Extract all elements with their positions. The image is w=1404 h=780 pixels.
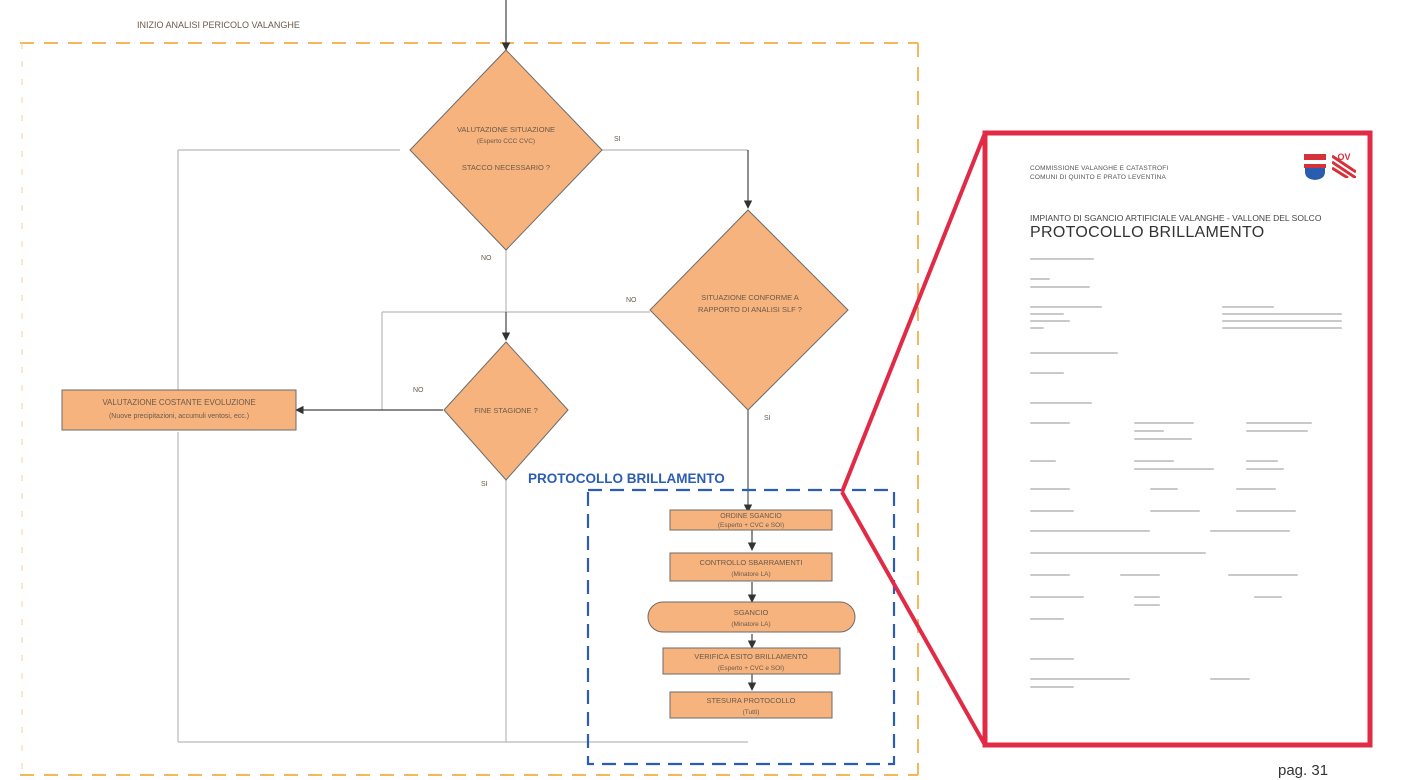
form-line <box>1030 574 1070 576</box>
form-line <box>1150 488 1178 490</box>
form-line <box>1134 430 1164 432</box>
connectors <box>177 0 757 743</box>
decision-situazione-conforme: SITUAZIONE CONFORME A RAPPORTO DI ANALIS… <box>649 209 849 411</box>
form-line <box>1246 422 1312 424</box>
form-line <box>1030 313 1064 315</box>
process-ordine-sgancio: ORDINE SGANCIO (Esperto + CVC e SOI) <box>669 509 833 531</box>
form-line <box>1222 327 1342 329</box>
svg-text:STESURA PROTOCOLLO: STESURA PROTOCOLLO <box>706 696 795 705</box>
process-controllo-sbarramenti: CONTROLLO SBARRAMENTI (Minatore LA) <box>669 552 833 582</box>
svg-text:(Esperto + CVC e SOI): (Esperto + CVC e SOI) <box>718 522 784 529</box>
edge-label-no: NO <box>481 255 492 262</box>
svg-text:STACCO NECESSARIO ?: STACCO NECESSARIO ? <box>462 163 550 172</box>
protocol-frame <box>586 488 896 766</box>
process-sgancio: SGANCIO (Minatore LA) <box>647 601 856 633</box>
form-line <box>1030 372 1064 374</box>
form-line <box>1222 313 1342 315</box>
form-line <box>1134 468 1214 470</box>
svg-text:ORDINE SGANCIO: ORDINE SGANCIO <box>720 513 782 520</box>
svg-text:(Esperto CCC CVC): (Esperto CCC CVC) <box>477 138 535 145</box>
form-line <box>1134 422 1194 424</box>
page-number: pag. 31 <box>1278 762 1329 779</box>
form-line <box>1254 596 1282 598</box>
svg-text:VERIFICA ESITO BRILLAMENTO: VERIFICA ESITO BRILLAMENTO <box>694 652 808 661</box>
svg-text:(Tutti): (Tutti) <box>743 709 760 716</box>
edge-label-no: NO <box>413 387 424 394</box>
process-stesura-protocollo: STESURA PROTOCOLLO (Tutti) <box>669 691 833 719</box>
decision-fine-stagione: FINE STAGIONE ? <box>443 341 569 481</box>
form-line <box>1030 320 1070 322</box>
form-line <box>1030 286 1090 288</box>
form-line <box>1246 468 1284 470</box>
form-line <box>1150 510 1200 512</box>
top-note: INIZIO ANALISI PERICOLO VALANGHE <box>137 20 300 30</box>
form-line <box>1030 678 1130 680</box>
svg-text:FINE STAGIONE ?: FINE STAGIONE ? <box>474 406 538 415</box>
svg-text:(Esperto + CVC e SOI): (Esperto + CVC e SOI) <box>718 665 784 672</box>
form-line <box>1030 422 1070 424</box>
form-line <box>1246 430 1308 432</box>
svg-text:RAPPORTO DI ANALISI SLF ?: RAPPORTO DI ANALISI SLF ? <box>698 305 802 314</box>
form-line <box>1030 460 1056 462</box>
edge-label-si: SI <box>614 136 621 143</box>
form-line <box>1134 438 1192 440</box>
form-line <box>1030 352 1118 354</box>
org-header: COMMISSIONE VALANGHE E CATASTROFI COMUNI… <box>1030 164 1168 182</box>
svg-text:SITUAZIONE CONFORME A: SITUAZIONE CONFORME A <box>701 293 799 302</box>
form-line <box>1030 402 1092 404</box>
form-line <box>1030 488 1070 490</box>
form-line <box>1236 488 1276 490</box>
edge-label-si: SI <box>481 481 488 488</box>
edge-label-no: NO <box>626 297 637 304</box>
form-line <box>1030 258 1094 260</box>
org-line-1: COMMISSIONE VALANGHE E CATASTROFI <box>1030 165 1169 172</box>
svg-text:VALUTAZIONE COSTANTE EVOLUZION: VALUTAZIONE COSTANTE EVOLUZIONE <box>102 398 255 407</box>
decision-valutazione-situazione: VALUTAZIONE SITUAZIONE (Esperto CCC CVC)… <box>409 49 603 251</box>
process-verifica-esito: VERIFICA ESITO BRILLAMENTO (Esperto + CV… <box>662 647 841 675</box>
form-line <box>1134 604 1160 606</box>
svg-text:(Minatore LA): (Minatore LA) <box>731 621 770 628</box>
svg-text:(Nuove precipitazioni, accumul: (Nuove precipitazioni, accumuli ventosi,… <box>109 413 249 420</box>
document-preview: COMMISSIONE VALANGHE E CATASTROFI COMUNI… <box>1000 140 1365 740</box>
svg-text:(Minatore LA): (Minatore LA) <box>731 571 770 578</box>
form-line <box>1210 530 1290 532</box>
svg-text:CONTROLLO SBARRAMENTI: CONTROLLO SBARRAMENTI <box>700 558 803 567</box>
form-line <box>1134 596 1160 598</box>
callout-frame <box>982 130 1373 748</box>
outer-frame <box>20 42 919 776</box>
form-line <box>1134 460 1174 462</box>
form-line <box>1030 618 1064 620</box>
process-valutazione-costante: VALUTAZIONE COSTANTE EVOLUZIONE (Nuove p… <box>61 389 297 431</box>
ov-logo-icon: OV <box>1331 152 1357 180</box>
edge-label-si: SI <box>764 415 771 422</box>
form-line <box>1228 574 1298 576</box>
form-line <box>1030 686 1074 688</box>
form-line <box>1030 306 1102 308</box>
form-line <box>1030 658 1074 660</box>
form-line <box>1030 278 1050 280</box>
form-line <box>1236 510 1296 512</box>
form-line <box>1030 327 1044 329</box>
canton-shield-icon <box>1304 154 1326 180</box>
form-line <box>1120 574 1160 576</box>
org-line-2: COMUNI DI QUINTO E PRATO LEVENTINA <box>1030 174 1167 181</box>
form-line <box>1030 596 1084 598</box>
document-subtitle: IMPIANTO DI SGANCIO ARTIFICIALE VALANGHE… <box>1030 213 1322 223</box>
form-line <box>1210 678 1250 680</box>
callout-connector <box>840 132 987 746</box>
protocol-label: PROTOCOLLO BRILLAMENTO <box>528 471 725 486</box>
form-line <box>1246 460 1278 462</box>
form-line <box>1030 510 1074 512</box>
document-title: PROTOCOLLO BRILLAMENTO <box>1030 224 1265 241</box>
form-line <box>1222 306 1274 308</box>
svg-text:VALUTAZIONE SITUAZIONE: VALUTAZIONE SITUAZIONE <box>457 125 555 134</box>
logos: OV <box>1302 150 1357 180</box>
form-line <box>1222 320 1342 322</box>
svg-text:SGANCIO: SGANCIO <box>734 608 769 617</box>
form-line <box>1030 530 1150 532</box>
form-line <box>1030 552 1206 554</box>
